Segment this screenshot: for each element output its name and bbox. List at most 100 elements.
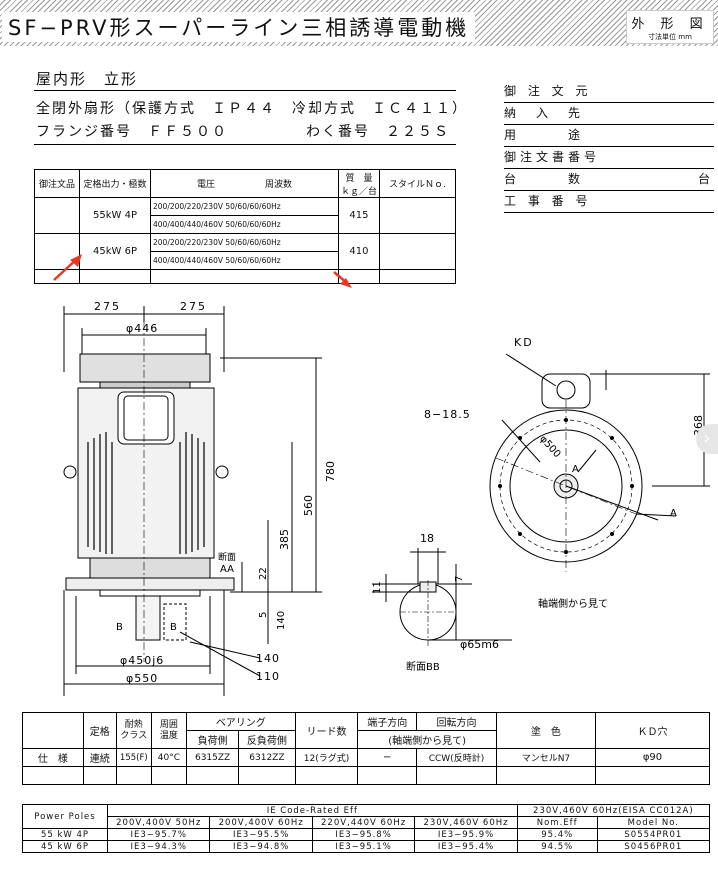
h-load-side: 負荷側 [185, 730, 240, 749]
dim-275-right: 275 [180, 300, 207, 313]
v-ambient: 40°C [150, 748, 188, 767]
row-output: 55kW 4P [79, 197, 151, 234]
sub-header: 220V,440V 60Hz [311, 816, 416, 829]
h-antiload-side: 反負荷側 [238, 730, 296, 749]
header-voltage-freq: 電圧周波数 [150, 169, 339, 198]
h-insulation: 耐熱 クラス [115, 712, 152, 749]
divider [34, 90, 456, 91]
front-view-drawing: 275 275 φ446 780 560 385 22 5 140 断面 AA … [63, 300, 337, 696]
eff-cell: IE3−95.4% [414, 840, 518, 853]
section-b-right: B [170, 622, 177, 633]
header-style: スタイルＮｏ. [378, 169, 457, 198]
h-bearing: ベアリング [186, 712, 296, 731]
badge-unit: 寸法単位 mm [648, 33, 692, 41]
kd-label: KD [514, 336, 534, 349]
dim-140-vertical: 140 [276, 611, 287, 630]
row-voltage: 200/200/220/230V 50/60/60/60Hz [150, 233, 339, 252]
v-leads: 12(ラグ式) [294, 748, 359, 767]
next-page-chevron-icon[interactable]: › [696, 424, 718, 454]
h-power-poles: Power Poles [22, 804, 108, 829]
dim-11: 11 [372, 581, 383, 594]
eff-cell: IE3−95.5% [209, 828, 313, 841]
annotation-arrows [53, 254, 352, 288]
eff-cell: IE3−95.9% [414, 828, 518, 841]
row-mass: 410 [337, 233, 380, 270]
h-teikaku: 定格 [82, 712, 117, 749]
eff-cell: IE3−95.7% [106, 828, 211, 841]
section-bb-drawing: 18 11 7 φ65m6 断面BB [372, 532, 512, 673]
drawing-type-badge: 外 形 図 寸法単位 mm [626, 10, 714, 44]
red-arrowhead-icon [340, 278, 352, 288]
dim-7: 7 [454, 576, 465, 582]
eff-cell: 45 kW 6P [22, 840, 108, 853]
spec-blank [22, 712, 84, 749]
section-aa-label: 断面 [218, 551, 236, 563]
spec-frame: わく番号 ２２５Ｓ [306, 124, 450, 140]
v-rotation: CCW(反時計) [416, 748, 497, 767]
header-output: 定格出力・極数 [79, 169, 151, 198]
spec-type: 屋内形 立形 [36, 70, 139, 88]
v-kd: φ90 [594, 748, 711, 767]
empty-cell [22, 766, 84, 785]
eff-cell: IE3−94.3% [106, 840, 211, 853]
dim-780: 780 [324, 461, 337, 482]
empty-cell [416, 766, 497, 785]
dim-450: φ450j6 [120, 654, 164, 667]
empty-cell [238, 766, 296, 785]
dim-18: 18 [420, 532, 434, 545]
red-arrowhead-icon [70, 254, 82, 267]
empty-cell [82, 766, 117, 785]
spec-enclosure: 全閉外扇形（保護方式 ＩＰ４４ 冷却方式 ＩＣ４１１） [36, 101, 468, 117]
h-paint: 塗 色 [495, 712, 596, 749]
order-field: 工 事 番 号 [504, 192, 714, 213]
v-teikaku: 連続 [82, 748, 117, 767]
dim-65: φ65m6 [460, 638, 499, 651]
order-field: 納 入 先 [504, 104, 714, 125]
h-kd: ＫＤ穴 [594, 712, 711, 749]
empty-cell [495, 766, 596, 785]
dim-550: φ550 [126, 672, 158, 685]
sub-header: Model No. [596, 816, 711, 829]
empty-cell [357, 766, 418, 785]
side-view-caption: 軸端側から見て [538, 597, 608, 610]
spec-table: 定格 耐熱 クラス 周囲 温度 ベアリング リード数 端子方向 回転方向 塗 色… [22, 712, 711, 785]
row-output: 45kW 6P [79, 233, 151, 270]
bolt-holes-label: 8−18.5 [424, 408, 471, 421]
row-style [378, 197, 457, 234]
dim-385: 385 [278, 529, 291, 550]
order-field: 台 数台 [504, 170, 714, 191]
dim-275-left: 275 [94, 300, 121, 313]
section-b-left: B [116, 622, 123, 633]
row-voltage: 400/400/440/460V 50/60/60/60Hz [150, 215, 339, 234]
eff-cell: S0554PR01 [596, 828, 711, 841]
empty-cell [594, 766, 711, 785]
section-bb-caption: 断面BB [406, 660, 440, 673]
badge-label: 外 形 図 [631, 17, 709, 32]
eff-cell: S0456PR01 [596, 840, 711, 853]
v-load-side: 6315ZZ [185, 748, 240, 767]
h-ambient: 周囲 温度 [150, 712, 188, 749]
dim-140: 140 [256, 652, 280, 665]
h-view: (軸端側から見て) [357, 730, 497, 749]
sub-header: 200V,400V 50Hz [106, 816, 211, 829]
empty-cell [150, 766, 188, 785]
empty-cell [378, 269, 457, 284]
dim-22: 22 [258, 567, 269, 580]
empty-cell [115, 766, 152, 785]
row-order [34, 197, 80, 234]
eff-cell: 55 kW 4P [22, 828, 108, 841]
efficiency-table: Power Poles IE Code-Rated Eff 230V,460V … [22, 804, 711, 853]
section-aa-letters: AA [220, 564, 234, 575]
order-field: 用 途 [504, 126, 714, 147]
sub-header: 200V,400V 60Hz [209, 816, 313, 829]
dim-446: φ446 [126, 322, 158, 335]
eff-cell: 94.5% [516, 840, 598, 853]
dim-5: 5 [258, 612, 269, 618]
eff-cell: IE3−95.8% [311, 828, 416, 841]
eff-cell: IE3−94.8% [209, 840, 313, 853]
page-title: SF−PRV形スーパーライン三相誘導電動機 [2, 12, 476, 42]
empty-cell [79, 269, 151, 284]
row-style [378, 233, 457, 270]
